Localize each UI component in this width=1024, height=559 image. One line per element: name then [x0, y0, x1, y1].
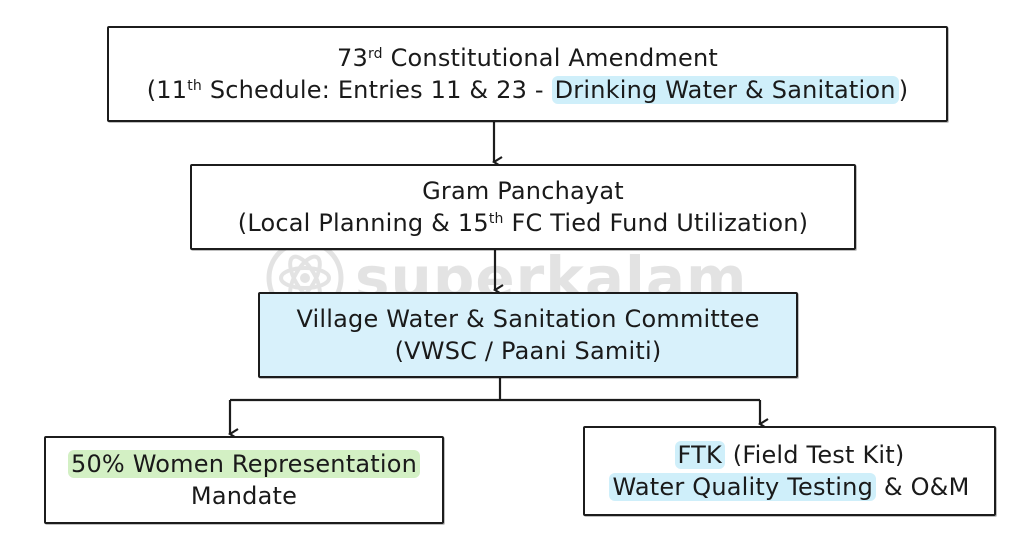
- amendment-title: 73rd Constitutional Amendment: [337, 42, 718, 74]
- amendment-ordinal: rd: [367, 46, 383, 62]
- node-gram-panchayat: Gram Panchayat (Local Planning & 15th FC…: [190, 164, 856, 250]
- drinking-water-highlight: Drinking Water & Sanitation: [551, 76, 899, 104]
- ftk-highlight: FTK: [674, 441, 725, 469]
- local-planning-text: (Local Planning & 15: [237, 209, 489, 237]
- node-ftk: FTK (Field Test Kit) Water Quality Testi…: [583, 426, 996, 516]
- women-title: 50% Women Representation: [67, 448, 421, 480]
- amendment-number: 73: [337, 44, 368, 72]
- node-73rd-amendment: 73rd Constitutional Amendment (11th Sche…: [107, 26, 948, 122]
- amendment-title-text: Constitutional Amendment: [382, 44, 718, 72]
- schedule-entries: Schedule: Entries 11 & 23 -: [201, 76, 552, 104]
- gram-panchayat-subtitle: (Local Planning & 15th FC Tied Fund Util…: [238, 207, 809, 239]
- ftk-subtitle: Water Quality Testing & O&M: [609, 471, 969, 503]
- amendment-subtitle: (11th Schedule: Entries 11 & 23 - Drinki…: [147, 74, 909, 106]
- fc-ordinal: th: [488, 211, 504, 227]
- closing-paren: ): [898, 76, 909, 104]
- schedule-number: (11: [146, 76, 188, 104]
- node-women-representation: 50% Women Representation Mandate: [44, 436, 444, 524]
- gram-panchayat-title: Gram Panchayat: [422, 177, 624, 205]
- vwsc-title: Village Water & Sanitation Committee: [296, 305, 760, 333]
- om-text: & O&M: [876, 473, 970, 501]
- water-quality-highlight: Water Quality Testing: [609, 473, 877, 501]
- ftk-expansion: (Field Test Kit): [724, 441, 905, 469]
- vwsc-subtitle: (VWSC / Paani Samiti): [394, 337, 662, 365]
- women-highlight: 50% Women Representation: [67, 450, 421, 478]
- fc-fund-text: FC Tied Fund Utilization): [503, 209, 809, 237]
- schedule-ordinal: th: [187, 78, 202, 94]
- women-mandate: Mandate: [190, 482, 298, 510]
- node-vwsc: Village Water & Sanitation Committee (VW…: [258, 292, 798, 378]
- ftk-title: FTK (Field Test Kit): [674, 439, 905, 471]
